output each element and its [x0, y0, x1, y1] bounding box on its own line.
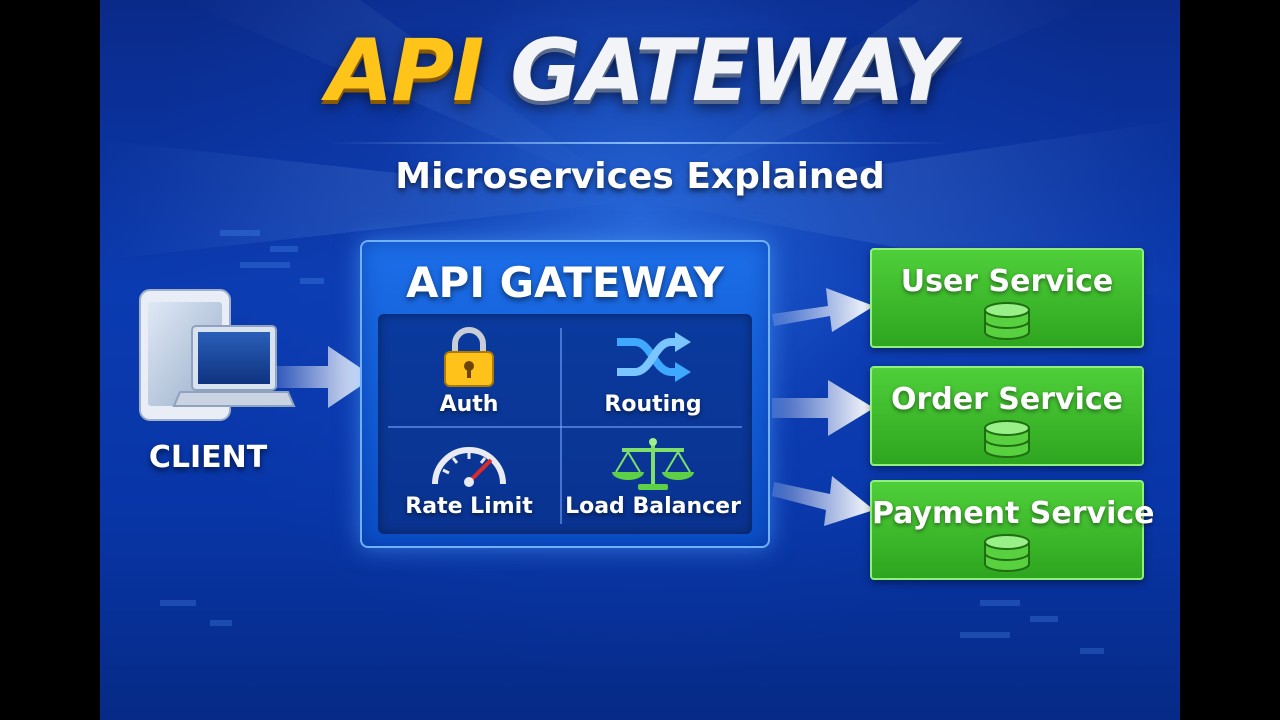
balance-scale-icon: [612, 438, 694, 490]
client-to-gateway-arrow: [276, 346, 374, 408]
database-icon: [984, 420, 1030, 458]
title-gateway: GATEWAY: [510, 21, 955, 121]
database-icon: [984, 302, 1030, 340]
user-service-label: User Service: [900, 264, 1114, 299]
title-divider: [330, 142, 950, 144]
api-gateway-box: API GATEWAY Auth: [360, 240, 770, 548]
database-icon: [984, 534, 1030, 572]
feature-rate-limit: Rate Limit: [378, 428, 560, 538]
speedometer-icon: [432, 447, 506, 487]
payment-service-label: Payment Service: [872, 496, 1155, 531]
phone-and-laptop-icon: [139, 289, 296, 421]
diagram-canvas: API GATEWAY Microservices Explained CLIE…: [100, 0, 1180, 720]
gateway-features-panel: Auth Routing: [378, 314, 752, 534]
arrow-to-order-service: [772, 380, 874, 436]
feature-label-load-balancer: Load Balancer: [565, 494, 741, 519]
feature-label-routing: Routing: [604, 392, 702, 417]
order-service-label: Order Service: [890, 382, 1124, 417]
subtitle: Microservices Explained: [395, 156, 885, 197]
gateway-to-services-arrows: [772, 288, 874, 526]
padlock-icon: [444, 327, 494, 387]
payment-service-box: Payment Service: [870, 480, 1155, 580]
arrow-to-payment-service: [772, 476, 874, 526]
title-api: API: [326, 21, 485, 121]
client-label: CLIENT: [148, 440, 268, 475]
order-service-box: Order Service: [870, 366, 1144, 466]
user-service-box: User Service: [870, 248, 1144, 348]
feature-divider-horizontal: [388, 426, 742, 428]
feature-routing: Routing: [562, 314, 744, 424]
arrow-to-user-service: [772, 288, 874, 332]
feature-label-rate-limit: Rate Limit: [405, 494, 533, 519]
feature-auth: Auth: [378, 314, 560, 424]
feature-load-balancer: Load Balancer: [562, 428, 744, 538]
main-title: API GATEWAY: [100, 28, 1180, 114]
gateway-title: API GATEWAY: [406, 258, 724, 307]
feature-label-auth: Auth: [439, 392, 499, 417]
shuffle-arrows-icon: [617, 332, 691, 382]
